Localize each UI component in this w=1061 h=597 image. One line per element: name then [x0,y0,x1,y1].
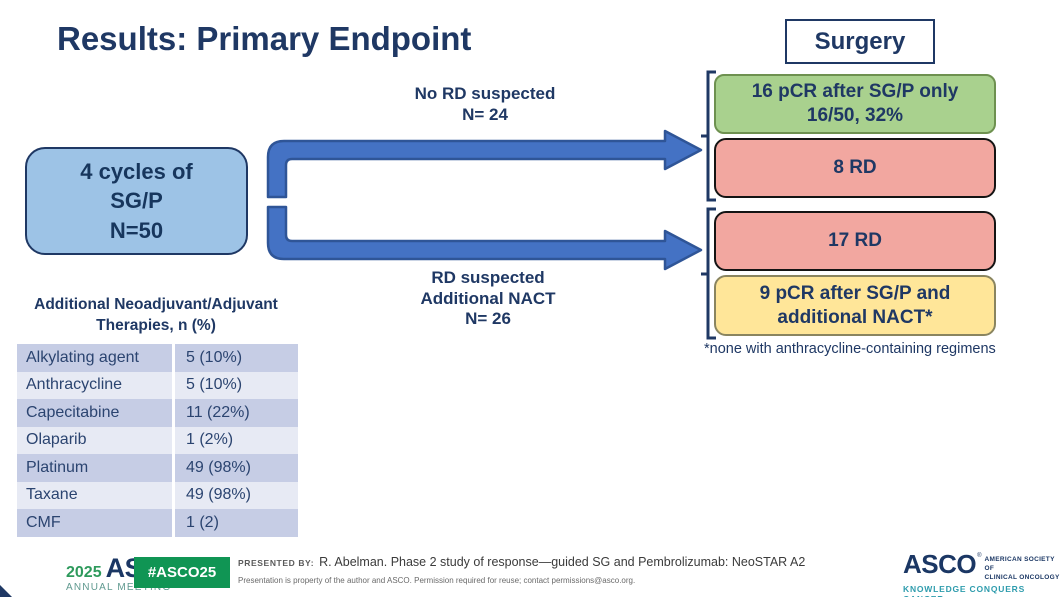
society-name-line2: CLINICAL ONCOLOGY [984,573,1060,581]
table-cell-value: 5 (10%) [175,371,298,399]
no-rd-label-line1: No RD suspected [414,84,556,103]
surgery-header-box: Surgery [785,19,935,64]
table-cell-value: 11 (22%) [175,399,298,427]
annual-meeting-label: ANNUAL MEETING [66,582,172,593]
outcome-box-17rd: 17 RD [714,211,996,271]
table-cell-label: Anthracycline [17,371,172,399]
no-rd-path-label: No RD suspected N= 24 [355,84,615,125]
surgery-label: Surgery [814,27,906,55]
start-box-line1: 4 cycles of [80,159,193,185]
table-cell-label: CMF [17,509,172,537]
rd-label-line2: Additional NACT [420,288,556,308]
table-cell-label: Capecitabine [17,399,172,427]
table-cell-label: Platinum [17,454,172,482]
society-name-line1: AMERICAN SOCIETY OF [984,556,1055,572]
table-cell-label: Alkylating agent [17,344,172,372]
rd-top-value: 8 RD [833,157,877,179]
table-row: Capecitabine 11 (22%) [17,399,298,427]
asco-society-logo: ASCO ® AMERICAN SOCIETY OF CLINICAL ONCO… [903,549,1061,597]
table-cell-value: 5 (10%) [175,344,298,372]
table-cell-value: 1 (2) [175,509,298,537]
table-cell-value: 1 (2%) [175,426,298,454]
table-row: Olaparib 1 (2%) [17,426,298,454]
table-row: CMF 1 (2) [17,509,298,537]
page-title: Results: Primary Endpoint [57,20,472,57]
table-cell-value: 49 (98%) [175,454,298,482]
rd-label-line1: RD suspected [431,268,545,287]
rd-label-line3: N= 26 [465,309,511,329]
pcr-nact-line1: 9 pCR after SG/P and [759,282,951,304]
footer-disclaimer: Presentation is property of the author a… [238,576,636,585]
top-elbow-arrow [266,129,703,199]
table-row: Alkylating agent 5 (10%) [17,344,298,372]
therapy-table-title-line2: Therapies, n (%) [96,316,216,334]
pcr-sgp-only-line1: 16 pCR after SG/P only [751,81,959,103]
outcome-box-pcr-sgp-only: 16 pCR after SG/P only 16/50, 32% [714,74,996,134]
presented-by-label: PRESENTED BY: [238,558,315,568]
start-box-sgp: 4 cycles of SG/P N=50 [25,147,248,255]
rd-bottom-value: 17 RD [828,230,882,252]
asco-logo-text: ASCO [903,549,977,579]
start-box-line2: SG/P [110,188,163,214]
table-row: Platinum 49 (98%) [17,454,298,482]
table-cell-value: 49 (98%) [175,481,298,509]
slide-footer: 2025 ASCO ® ANNUAL MEETING #ASCO25 PRESE… [0,548,1061,597]
anthracycline-footnote: *none with anthracycline-containing regi… [704,341,996,357]
presented-by-block: PRESENTED BY: R. Abelman. Phase 2 study … [238,555,805,585]
table-cell-label: Taxane [17,481,172,509]
outcome-box-8rd: 8 RD [714,138,996,198]
therapy-table-title: Additional Neoadjuvant/Adjuvant Therapie… [10,295,302,337]
bottom-elbow-arrow [266,205,703,271]
corner-accent-triangle [0,585,12,597]
registered-mark-icon: ® [977,553,982,559]
asco-tagline: KNOWLEDGE CONQUERS CANCER [903,584,1026,597]
table-row: Anthracycline 5 (10%) [17,371,298,399]
table-row: Taxane 49 (98%) [17,481,298,509]
hashtag-badge: #ASCO25 [134,557,230,588]
outcome-box-pcr-nact: 9 pCR after SG/P and additional NACT* [714,275,996,336]
pcr-nact-line2: additional NACT* [777,306,933,328]
no-rd-label-line2: N= 24 [462,104,508,124]
pcr-sgp-only-line2: 16/50, 32% [806,105,904,126]
rd-path-label: RD suspected Additional NACT N= 26 [358,268,618,330]
hashtag-text: #ASCO25 [147,564,217,581]
therapy-table: Alkylating agent 5 (10%) Anthracycline 5… [17,344,298,537]
start-box-line3: N=50 [109,217,164,243]
table-cell-label: Olaparib [17,426,172,454]
therapy-table-title-line1: Additional Neoadjuvant/Adjuvant [34,296,278,313]
meeting-year: 2025 [66,564,102,581]
presented-by-text: R. Abelman. Phase 2 study of response—gu… [319,555,806,569]
